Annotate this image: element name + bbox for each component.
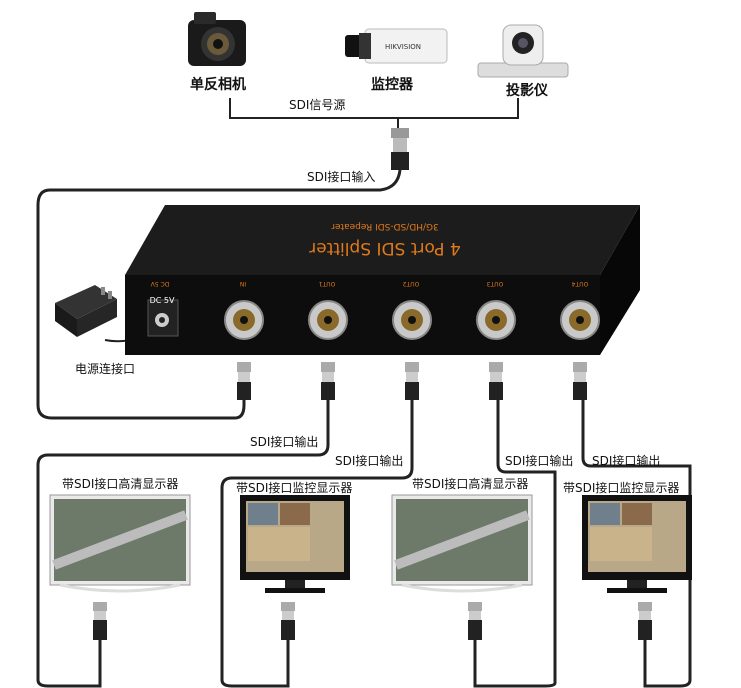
monitor-1 [49,494,191,593]
source-label-camera: 单反相机 [190,77,246,93]
device-subtitle: 3G/HD/SD-SDI Repeater [331,221,439,231]
output-label-4: SDI接口输出 [592,454,661,468]
monitor-3 [391,494,533,593]
source-label-projector: 投影仪 [506,83,548,99]
device-back-label: DC 5V [150,280,170,287]
source-label-surveillance: 监控器 [371,77,413,93]
bnc-port-in [224,300,264,340]
port-label-out3: OUT3 [487,280,504,287]
bnc-port-out1 [308,300,348,340]
power-label: 电源连接口 [75,362,136,376]
bnc-cable-connector [405,362,419,400]
port-label-out4: OUT4 [572,280,589,287]
monitor-4 [582,495,692,593]
bnc-port-out4 [560,300,600,340]
surveillance-camera-icon: HIKVISION [345,28,448,64]
port-label-out1: OUT1 [319,280,336,287]
monitor-label-4: 带SDI接口监控显示器 [563,481,680,495]
monitor-bnc-connector [638,602,652,640]
source-group-label: SDI信号源 [289,98,346,112]
output-label-3: SDI接口输出 [505,454,574,468]
input-label: SDI接口输入 [307,170,376,184]
bnc-cable-connector [489,362,503,400]
output-cable-3 [473,400,557,688]
monitor-label-3: 带SDI接口高清显示器 [412,477,529,491]
source-bracket-line [229,98,519,119]
monitors [49,494,692,640]
dc-label: DC 5V [150,296,175,305]
monitor-bnc-connector [93,602,107,640]
monitor-bnc-connector [468,602,482,640]
bnc-cable-connector [321,362,335,400]
output-label-2: SDI接口输出 [335,454,404,468]
device-title: 4 Port SDI Splitter [309,238,460,258]
input-cable [36,169,402,420]
monitor-2 [240,495,350,593]
monitor-label-1: 带SDI接口高清显示器 [62,477,179,491]
bnc-port-out2 [392,300,432,340]
bnc-port-out3 [476,300,516,340]
camera-icon [188,12,246,66]
input-bnc-connector [391,128,409,170]
surveillance-brand: HIKVISION [385,43,421,51]
bnc-cable-connector [237,362,251,400]
port-label-out2: OUT2 [403,280,420,287]
output-cable-2 [220,400,414,688]
bnc-cable-connector [573,362,587,400]
ptz-camera-icon [477,24,569,78]
monitor-label-2: 带SDI接口监控显示器 [236,481,353,495]
output-label-1: SDI接口输出 [250,435,319,449]
output-cable-1 [36,400,330,688]
power-adapter-icon [55,285,117,337]
bnc-ports [224,300,600,400]
port-label-in: IN [240,280,246,287]
splitter-device: 4 Port SDI Splitter 3G/HD/SD-SDI Repeate… [125,205,640,355]
monitor-bnc-connector [281,602,295,640]
